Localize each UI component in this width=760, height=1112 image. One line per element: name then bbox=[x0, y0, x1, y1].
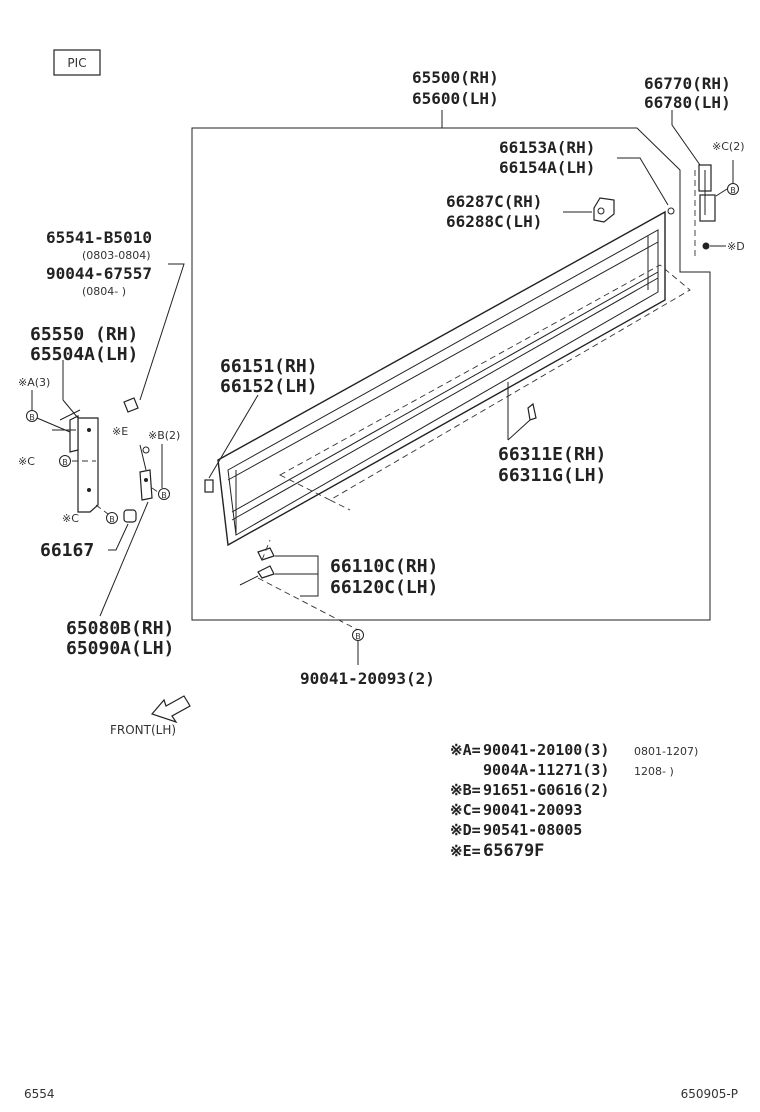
cap-65541 bbox=[123, 397, 139, 413]
legend-note-0: 0801-1207) bbox=[634, 745, 698, 758]
footer-right: 650905-P bbox=[681, 1087, 738, 1101]
side-panel bbox=[217, 210, 666, 547]
callout-66152: 66152(LH) bbox=[220, 376, 318, 397]
bracket-65550 bbox=[69, 415, 99, 513]
svg-text:B: B bbox=[355, 632, 361, 641]
pic-box bbox=[53, 49, 101, 76]
legend-part-3: 90041-20093 bbox=[483, 801, 582, 819]
bolt-b-letter: B bbox=[730, 186, 736, 195]
callout-65550: 65550 (RH) bbox=[30, 324, 138, 345]
clip-66311 bbox=[527, 402, 537, 421]
legend-key-5: ※E= bbox=[450, 842, 481, 860]
mark-e: ※E bbox=[112, 425, 128, 438]
panel-dashed-outline bbox=[279, 264, 691, 501]
callout-66110: 66110C(RH) bbox=[330, 556, 438, 577]
callout-66311e: 66311E(RH) bbox=[498, 444, 606, 465]
callout-65500: 65500(RH) bbox=[412, 68, 499, 87]
callout-66770: 66770(RH) bbox=[644, 74, 731, 93]
callout-66167: 66167 bbox=[40, 540, 94, 561]
clip-66153 bbox=[667, 207, 675, 215]
leader-66110 bbox=[275, 555, 319, 597]
pic-label: PIC bbox=[67, 56, 86, 70]
svg-text:B: B bbox=[29, 413, 35, 422]
panel-group-frame bbox=[191, 127, 711, 621]
cable-65080 bbox=[139, 444, 153, 501]
callout-65080: 65080B(RH) bbox=[66, 618, 174, 639]
callout-65541-date: (0803-0804) bbox=[82, 249, 151, 262]
legend-key-3: ※C= bbox=[450, 801, 481, 819]
bolt-b-symbol bbox=[727, 183, 739, 195]
front-label: FRONT(LH) bbox=[110, 723, 176, 737]
callout-66780: 66780(LH) bbox=[644, 93, 731, 112]
plug-66167 bbox=[123, 509, 137, 523]
callout-65504: 65504A(LH) bbox=[30, 344, 138, 365]
mark-c2: ※C(2) bbox=[712, 140, 744, 153]
front-arrow-icon bbox=[150, 695, 191, 724]
svg-text:B: B bbox=[62, 458, 68, 467]
latch-66151 bbox=[204, 479, 214, 493]
leader-66770 bbox=[671, 110, 701, 166]
legend-key-0: ※A= bbox=[450, 741, 481, 759]
callout-66151: 66151(RH) bbox=[220, 356, 318, 377]
callout-65541: 65541-B5010 bbox=[46, 228, 152, 247]
callout-65090: 65090A(LH) bbox=[66, 638, 174, 659]
callout-66288: 66288C(LH) bbox=[446, 212, 542, 231]
legend-part-5: 65679F bbox=[483, 841, 544, 861]
hinge-66770 bbox=[698, 164, 716, 222]
leader-66167 bbox=[108, 523, 129, 551]
bolt-a bbox=[26, 410, 38, 422]
bracket-66287 bbox=[593, 197, 615, 223]
callout-90044: 90044-67557 bbox=[46, 264, 152, 283]
mark-c-left: ※C bbox=[18, 455, 35, 468]
hinge-66110 bbox=[239, 547, 275, 586]
legend-part-1: 9004A-11271(3) bbox=[483, 761, 609, 779]
callout-65600: 65600(LH) bbox=[412, 89, 499, 108]
mark-a3: ※A(3) bbox=[18, 376, 50, 389]
bolt-c-bottom bbox=[106, 512, 118, 524]
mark-c-bottom: ※C bbox=[62, 512, 79, 525]
legend-part-2: 91651-G0616(2) bbox=[483, 781, 609, 799]
bolt-b2 bbox=[158, 488, 170, 500]
legend-note-1: 1208- ) bbox=[634, 765, 674, 778]
leader-65080 bbox=[99, 501, 149, 617]
leader-66153 bbox=[617, 157, 669, 206]
callout-66120: 66120C(LH) bbox=[330, 577, 438, 598]
bolt-d bbox=[702, 242, 710, 250]
legend-part-0: 90041-20100(3) bbox=[483, 741, 609, 759]
mark-d: ※D bbox=[727, 240, 745, 253]
svg-text:B: B bbox=[109, 515, 115, 524]
legend: ※A= 90041-20100(3) 0801-1207) 9004A-1127… bbox=[450, 741, 698, 861]
callout-labels: 65500(RH) 65600(LH) 66770(RH) 66780(LH) … bbox=[30, 68, 731, 688]
leader-65541 bbox=[139, 263, 185, 401]
bolt-c-left bbox=[59, 455, 71, 467]
leader-66151 bbox=[208, 394, 259, 479]
legend-key-2: ※B= bbox=[450, 781, 481, 799]
callout-90041-bottom: 90041-20093(2) bbox=[300, 669, 435, 688]
callout-66154: 66154A(LH) bbox=[499, 158, 595, 177]
svg-text:B: B bbox=[161, 491, 167, 500]
callout-66287: 66287C(RH) bbox=[446, 192, 542, 211]
mark-b2: ※B(2) bbox=[148, 429, 180, 442]
legend-key-4: ※D= bbox=[450, 821, 481, 839]
bolt-b-bottom bbox=[352, 629, 364, 641]
callout-66311g: 66311G(LH) bbox=[498, 465, 606, 486]
callout-66153: 66153A(RH) bbox=[499, 138, 595, 157]
legend-part-4: 90541-08005 bbox=[483, 821, 582, 839]
footer-left: 6554 bbox=[24, 1087, 55, 1101]
callout-90044-date: (0804- ) bbox=[82, 285, 126, 298]
